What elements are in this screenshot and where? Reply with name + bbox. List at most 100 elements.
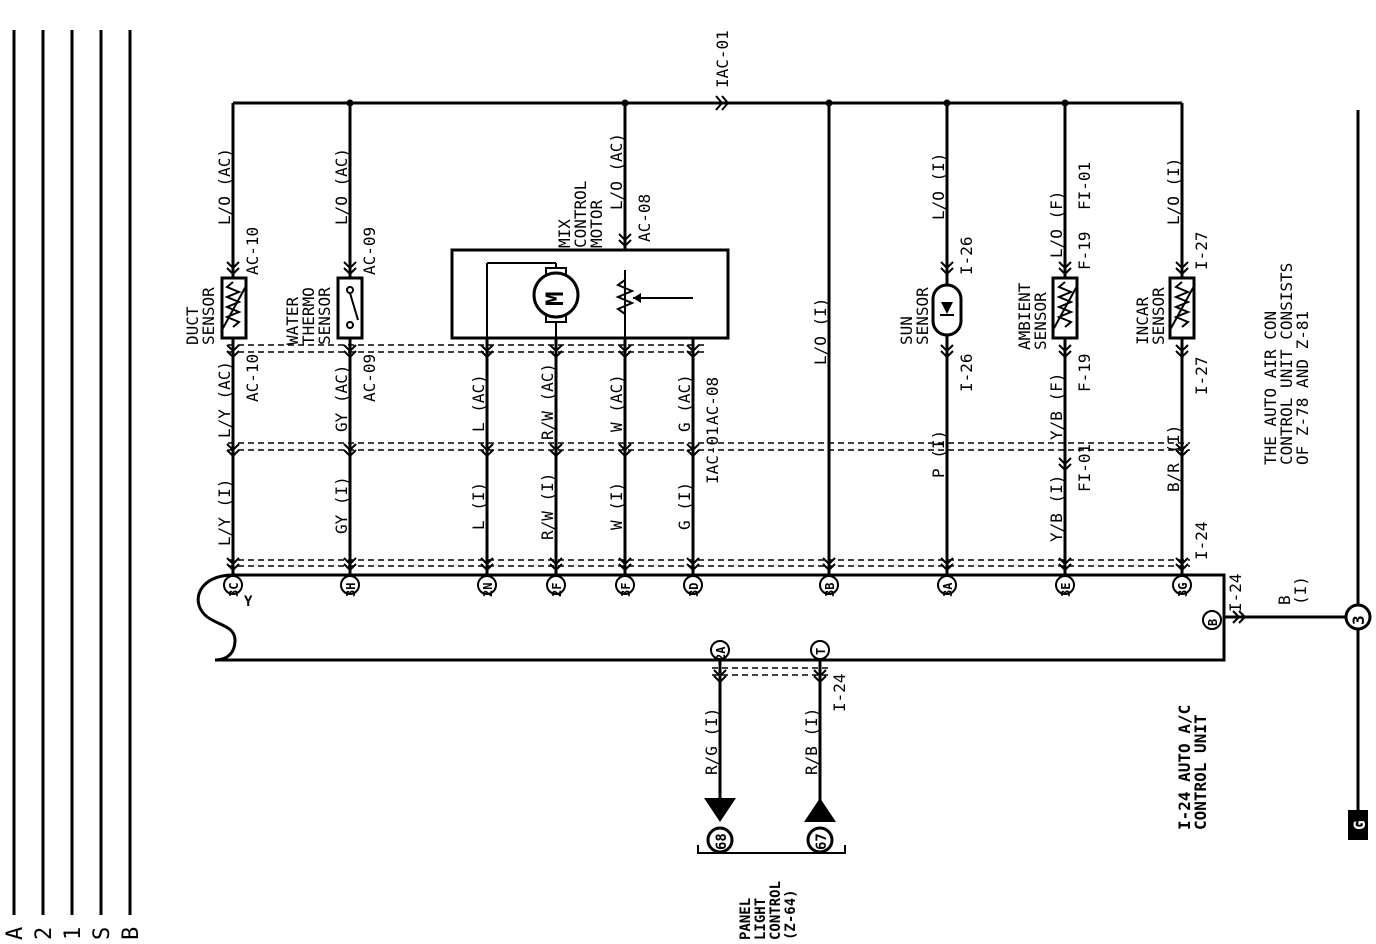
pin-2f: 2F: [546, 575, 566, 597]
top-connector-label: IAC-01: [713, 30, 732, 88]
amb-top-wire: L/O (F): [1047, 191, 1066, 258]
water-top-conn: AC-09: [360, 227, 379, 275]
svg-text:3G: 3G: [1176, 583, 1190, 597]
connector-chevrons: [226, 233, 1189, 572]
water-thermo-switch: [336, 276, 364, 340]
incar-low-conn: I-24: [1192, 521, 1211, 560]
sun-label-1: SUN: [897, 316, 916, 345]
top-bus-wire: IAC-01: [233, 30, 1182, 111]
ground-wire-sub: (I): [1291, 576, 1310, 605]
svg-text:3C: 3C: [227, 583, 241, 597]
motor-low-conn: IAC-01: [703, 426, 722, 484]
sun-label-2: SENSOR: [913, 287, 932, 345]
motor-top-wire: L/O (AC): [607, 133, 626, 210]
bus-label-b: B: [119, 927, 144, 940]
duct-top-conn: AC-10: [243, 227, 262, 275]
duct-low-wire: L/Y (I): [215, 479, 234, 546]
panel-label-4: (Z-64): [783, 889, 799, 940]
panel-wire-rg: R/G (I): [702, 708, 721, 775]
duct-sensor: [220, 276, 248, 340]
g-ac-wire: G (AC): [675, 374, 694, 432]
duct-bottom-conn: AC-10: [243, 354, 262, 402]
pin-3c: 3C: [223, 575, 243, 597]
cu-connector-label: I-24: [1226, 573, 1245, 612]
amb-low-wire: Y/B (I): [1047, 475, 1066, 542]
y-label: Y: [244, 594, 253, 610]
svg-text:3F: 3F: [619, 583, 633, 597]
incar-label-2: SENSOR: [1149, 287, 1168, 345]
note-line-3: OF Z-78 AND Z-81: [1293, 311, 1312, 465]
panel-label-2: LIGHT: [753, 898, 769, 940]
motor-bottom-conn: AC-08: [703, 377, 722, 425]
svg-text:2N: 2N: [481, 583, 495, 597]
ground-icon: [1348, 810, 1368, 840]
mix-control-motor: M: [450, 248, 730, 340]
svg-text:3E: 3E: [1059, 583, 1073, 597]
pin-3h: 3H: [340, 575, 360, 597]
pin-2n: 2N: [477, 575, 497, 597]
w-ac-wire: W (AC): [607, 374, 626, 432]
svg-text:3D: 3D: [687, 583, 701, 597]
w-i-wire: W (I): [607, 482, 626, 530]
motor-symbol: M: [541, 292, 569, 306]
water-low-wire: GY (I): [332, 476, 351, 534]
svg-text:T: T: [814, 648, 828, 655]
note-line-2: CONTROL UNIT CONSISTS: [1277, 263, 1296, 465]
water-label-3: SENSOR: [315, 287, 334, 345]
incar-top-wire: L/O (I): [1164, 158, 1183, 225]
bus-bars: A 2 1 S B: [3, 30, 144, 940]
duct-label-1: DUCT: [183, 306, 202, 345]
amb-mid-wire: Y/B (F): [1047, 373, 1066, 440]
l-i-wire: L (I): [469, 482, 488, 530]
bus-label-a: A: [3, 927, 28, 940]
ground-node-label: 3: [1349, 615, 1368, 625]
duct-mid-wire: L/Y (AC): [215, 361, 234, 438]
panel-light-circuit: I-24 R/G (I) R/B (I) 68 67 PANEL LIGHT C…: [697, 659, 849, 940]
pin-3e: 3E: [1055, 575, 1075, 597]
incar-top-conn: I-27: [1192, 231, 1211, 270]
ground-circuit: 3 B (I) G: [1224, 110, 1372, 840]
incar-mid-wire: B/R (I): [1164, 425, 1183, 492]
bus-label-s: S: [90, 927, 115, 940]
amb-label-1: AMBIENT: [1015, 282, 1034, 350]
svg-text:3H: 3H: [344, 583, 358, 597]
svg-text:67: 67: [814, 833, 830, 850]
bus-label-2: 2: [32, 927, 57, 940]
cu-name-1: I-24 AUTO A/C: [1175, 705, 1194, 830]
sun-top-conn: I-26: [957, 236, 976, 275]
pin-3g: 3G: [1172, 575, 1192, 597]
water-label-1: WATER: [283, 296, 302, 345]
sun-sensor-diode: [931, 283, 963, 337]
water-top-wire: L/O (AC): [332, 148, 351, 225]
sun-low-wire: P (I): [929, 430, 948, 478]
svg-text:3B: 3B: [823, 583, 837, 597]
ambient-sensor: [1051, 276, 1079, 340]
duct-label-2: SENSOR: [199, 287, 218, 345]
svg-text:2F: 2F: [550, 583, 564, 597]
ground-symbol: G: [1350, 820, 1369, 830]
panel-wire-rb: R/B (I): [802, 708, 821, 775]
mix-label-2: CONTROL: [571, 181, 590, 248]
svg-text:2A: 2A: [714, 646, 728, 661]
sun-top-wire: L/O (I): [929, 153, 948, 220]
mix-label-1: MIX: [555, 219, 574, 248]
pin-3d: 3D: [683, 575, 703, 597]
svg-text:B: B: [1206, 619, 1220, 626]
svg-text:3A: 3A: [941, 582, 955, 597]
pin-3f: 3F: [615, 575, 635, 597]
rw-i-wire: R/W (I): [538, 473, 557, 540]
water-mid-wire: GY (AC): [332, 365, 351, 432]
ground-wire-color: B: [1275, 595, 1294, 605]
incar-bottom-conn: I-27: [1192, 356, 1211, 395]
cu-name-2: CONTROL UNIT: [1191, 714, 1210, 830]
pin-b: B: [1202, 610, 1222, 630]
pin-2a: 2A: [710, 640, 730, 661]
mix-label-3: MOTOR: [587, 199, 606, 248]
amb-label-2: SENSOR: [1031, 292, 1050, 350]
amb-bottom-conn: F-19: [1075, 353, 1094, 392]
sun-bottom-conn: I-26: [957, 353, 976, 392]
branch-labels: L/O (AC) AC-10 AC-10 L/Y (AC) L/Y (I) DU…: [183, 133, 1312, 830]
rw-ac-wire: R/W (AC): [538, 363, 557, 440]
incar-label-1: INCAR: [1133, 296, 1152, 345]
